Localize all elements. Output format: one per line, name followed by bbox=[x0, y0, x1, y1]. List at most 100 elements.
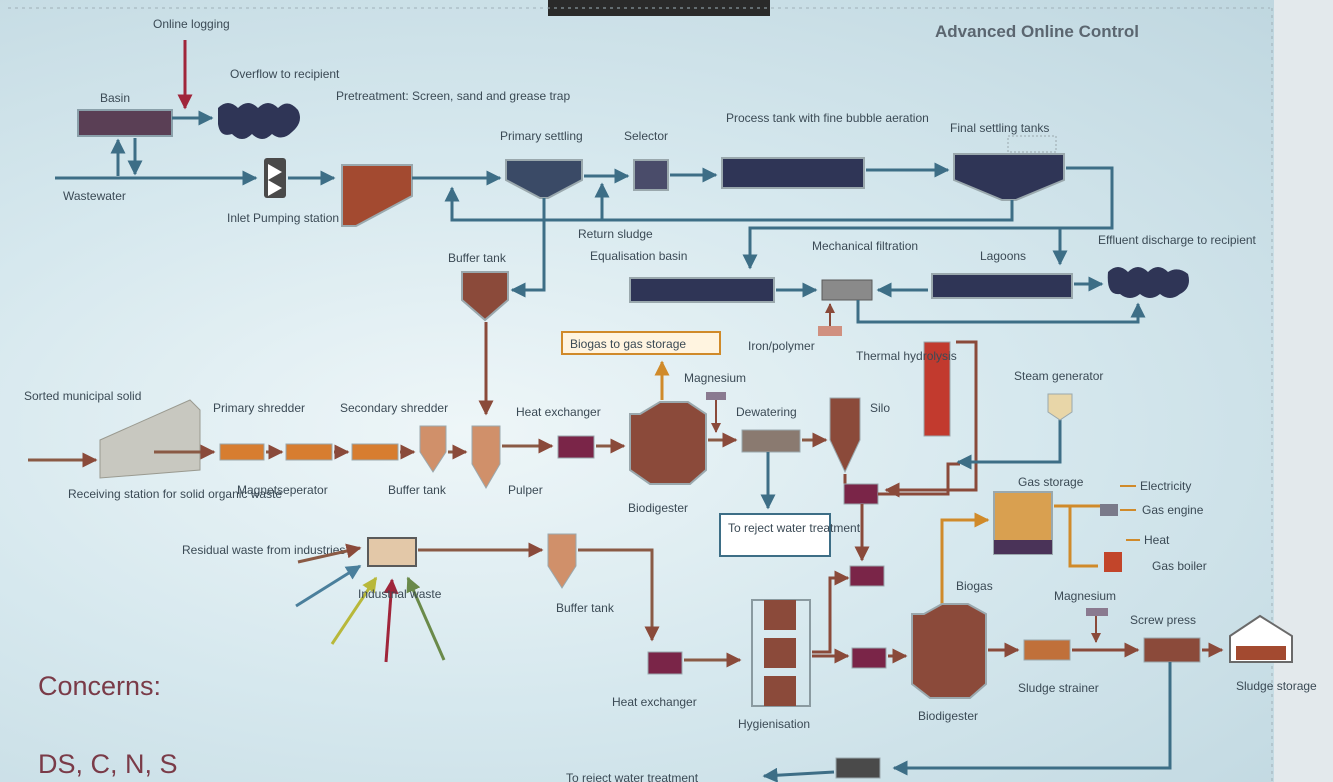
receiving-station bbox=[99, 399, 201, 479]
hygienisation-out-line bbox=[812, 570, 850, 654]
electricity-label: Electricity bbox=[1140, 479, 1191, 493]
return-sludge-label: Return sludge bbox=[578, 227, 653, 241]
hygienisation-tank-2 bbox=[764, 638, 796, 668]
inlet-pumping-label: Inlet Pumping station bbox=[227, 211, 339, 225]
gas-distribution-line bbox=[1054, 504, 1100, 568]
biogas-label: Biogas bbox=[956, 579, 993, 593]
hydrolysis-return-line bbox=[884, 340, 978, 498]
concerns-heading: Concerns: bbox=[38, 671, 161, 701]
final-settling-grid bbox=[1007, 135, 1057, 153]
buffer-tank-top bbox=[461, 271, 509, 322]
sludge-storage-label: Sludge storage bbox=[1236, 679, 1317, 693]
mechanical-filtration-unit bbox=[821, 279, 873, 301]
gas-storage-label: Gas storage bbox=[1018, 475, 1084, 489]
secondary-shredder-label: Secondary shredder bbox=[340, 401, 448, 415]
iron-polymer-label: Iron/polymer bbox=[748, 339, 815, 353]
gas-storage-base bbox=[994, 540, 1052, 554]
sludge-storage bbox=[1236, 646, 1286, 660]
gas-engine-label: Gas engine bbox=[1142, 503, 1204, 517]
selector-tank bbox=[633, 159, 669, 191]
biodigester-1-label: Biodigester bbox=[628, 501, 688, 515]
basin bbox=[77, 109, 173, 137]
biodigester-2-label: Biodigester bbox=[918, 709, 978, 723]
receiving-station-label: Receiving station for solid organic wast… bbox=[68, 487, 282, 501]
hygienisation-label: Hygienisation bbox=[738, 717, 810, 731]
thermal-hydrolysis-tank bbox=[923, 341, 951, 437]
steam-line bbox=[956, 408, 1062, 470]
pulper bbox=[471, 425, 501, 489]
sorted-municipal-label: Sorted municipal solid bbox=[24, 389, 141, 403]
industrial-waste-tank bbox=[367, 537, 417, 567]
online-logging-label: Online logging bbox=[153, 17, 230, 31]
residual-waste-label: Residual waste from industries bbox=[182, 543, 345, 557]
buffer-tank-low bbox=[547, 533, 577, 589]
silo-label: Silo bbox=[870, 401, 890, 415]
buffer-to-heat-exchanger-line bbox=[578, 548, 660, 642]
residual-waste-arrow bbox=[297, 543, 362, 564]
biodigester-1 bbox=[629, 401, 707, 485]
pulper-label: Pulper bbox=[508, 483, 543, 497]
heat-exchanger-2 bbox=[647, 651, 683, 675]
heat-exchanger-1 bbox=[557, 435, 595, 459]
effluent-recipient bbox=[1107, 267, 1189, 298]
red-input-arrow bbox=[383, 578, 399, 663]
primary-shredder-label: Primary shredder bbox=[213, 401, 305, 415]
industrial-waste-label: Industrial waste bbox=[358, 587, 442, 601]
blue-input-arrow bbox=[295, 564, 362, 608]
process-tank bbox=[721, 157, 865, 189]
reject-water-bottom-line bbox=[892, 662, 1172, 776]
hygienisation-tank-1 bbox=[764, 600, 796, 630]
primary-settling-tank bbox=[505, 159, 583, 199]
selector-label: Selector bbox=[624, 129, 668, 143]
reject-water-label: To reject water treatment bbox=[728, 521, 861, 535]
lagoons bbox=[931, 273, 1073, 299]
to-reject-water-bottom-arrow bbox=[762, 767, 835, 782]
buffer-tank-top-label: Buffer tank bbox=[448, 251, 507, 265]
yellow-input-arrow bbox=[330, 576, 378, 645]
magnetseparator-label: Magnetseperator bbox=[237, 483, 328, 497]
pump-icon bbox=[268, 164, 282, 196]
to-equalisation-line bbox=[742, 166, 1114, 270]
biogas-to-storage-box bbox=[561, 331, 721, 355]
reject-water-box bbox=[719, 513, 831, 557]
output-branches bbox=[1120, 485, 1140, 541]
dewatering-label: Dewatering bbox=[736, 405, 797, 419]
hydrolysis-exchanger bbox=[843, 483, 879, 505]
magnesium-1-dosing bbox=[706, 392, 726, 400]
filtration-to-effluent-line bbox=[856, 300, 1146, 324]
steam-generator bbox=[1047, 393, 1073, 421]
sludge-strainer-label: Sludge strainer bbox=[1018, 681, 1099, 695]
return-sludge-line bbox=[444, 186, 1014, 222]
heat-label: Heat bbox=[1144, 533, 1170, 547]
heat-exchanger-3 bbox=[851, 647, 887, 669]
thermal-hydrolysis-label: Thermal hydrolysis bbox=[856, 349, 957, 363]
wastewater-label: Wastewater bbox=[63, 189, 126, 203]
mechanical-filtration-label: Mechanical filtration bbox=[812, 239, 918, 253]
pretreatment-tank bbox=[341, 164, 413, 227]
slide-title: Advanced Online Control bbox=[935, 22, 1139, 41]
heat-exchanger-1-label: Heat exchanger bbox=[516, 405, 601, 419]
magnesium-2-label: Magnesium bbox=[1054, 589, 1116, 603]
sludge-strainer bbox=[1023, 639, 1071, 661]
pre-digester-exchanger bbox=[849, 565, 885, 587]
bottom-filter-unit bbox=[835, 757, 881, 779]
screen-margin bbox=[1274, 0, 1333, 782]
overflow-recipient bbox=[218, 103, 300, 139]
dewatering-unit bbox=[741, 429, 801, 453]
gas-boiler-icon bbox=[1104, 552, 1122, 572]
process-tank-label: Process tank with fine bubble aeration bbox=[726, 111, 929, 125]
iron-polymer-dosing bbox=[818, 326, 842, 336]
equalisation-label: Equalisation basin bbox=[590, 249, 687, 263]
overflow-label: Overflow to recipient bbox=[230, 67, 340, 81]
biogas-to-storage-line bbox=[940, 512, 990, 640]
final-settling-label: Final settling tanks bbox=[950, 121, 1049, 135]
magnesium-2-dosing bbox=[1086, 608, 1108, 616]
biogas-to-storage-label: Biogas to gas storage bbox=[570, 337, 686, 351]
equalisation-basin bbox=[629, 277, 775, 303]
pretreatment-label: Pretreatment: Screen, sand and grease tr… bbox=[336, 89, 570, 103]
steam-generator-label: Steam generator bbox=[1014, 369, 1103, 383]
to-hydrolysis-line bbox=[878, 462, 960, 496]
gas-engine-icon bbox=[1100, 504, 1118, 516]
effluent-label: Effluent discharge to recipient bbox=[1098, 233, 1257, 247]
